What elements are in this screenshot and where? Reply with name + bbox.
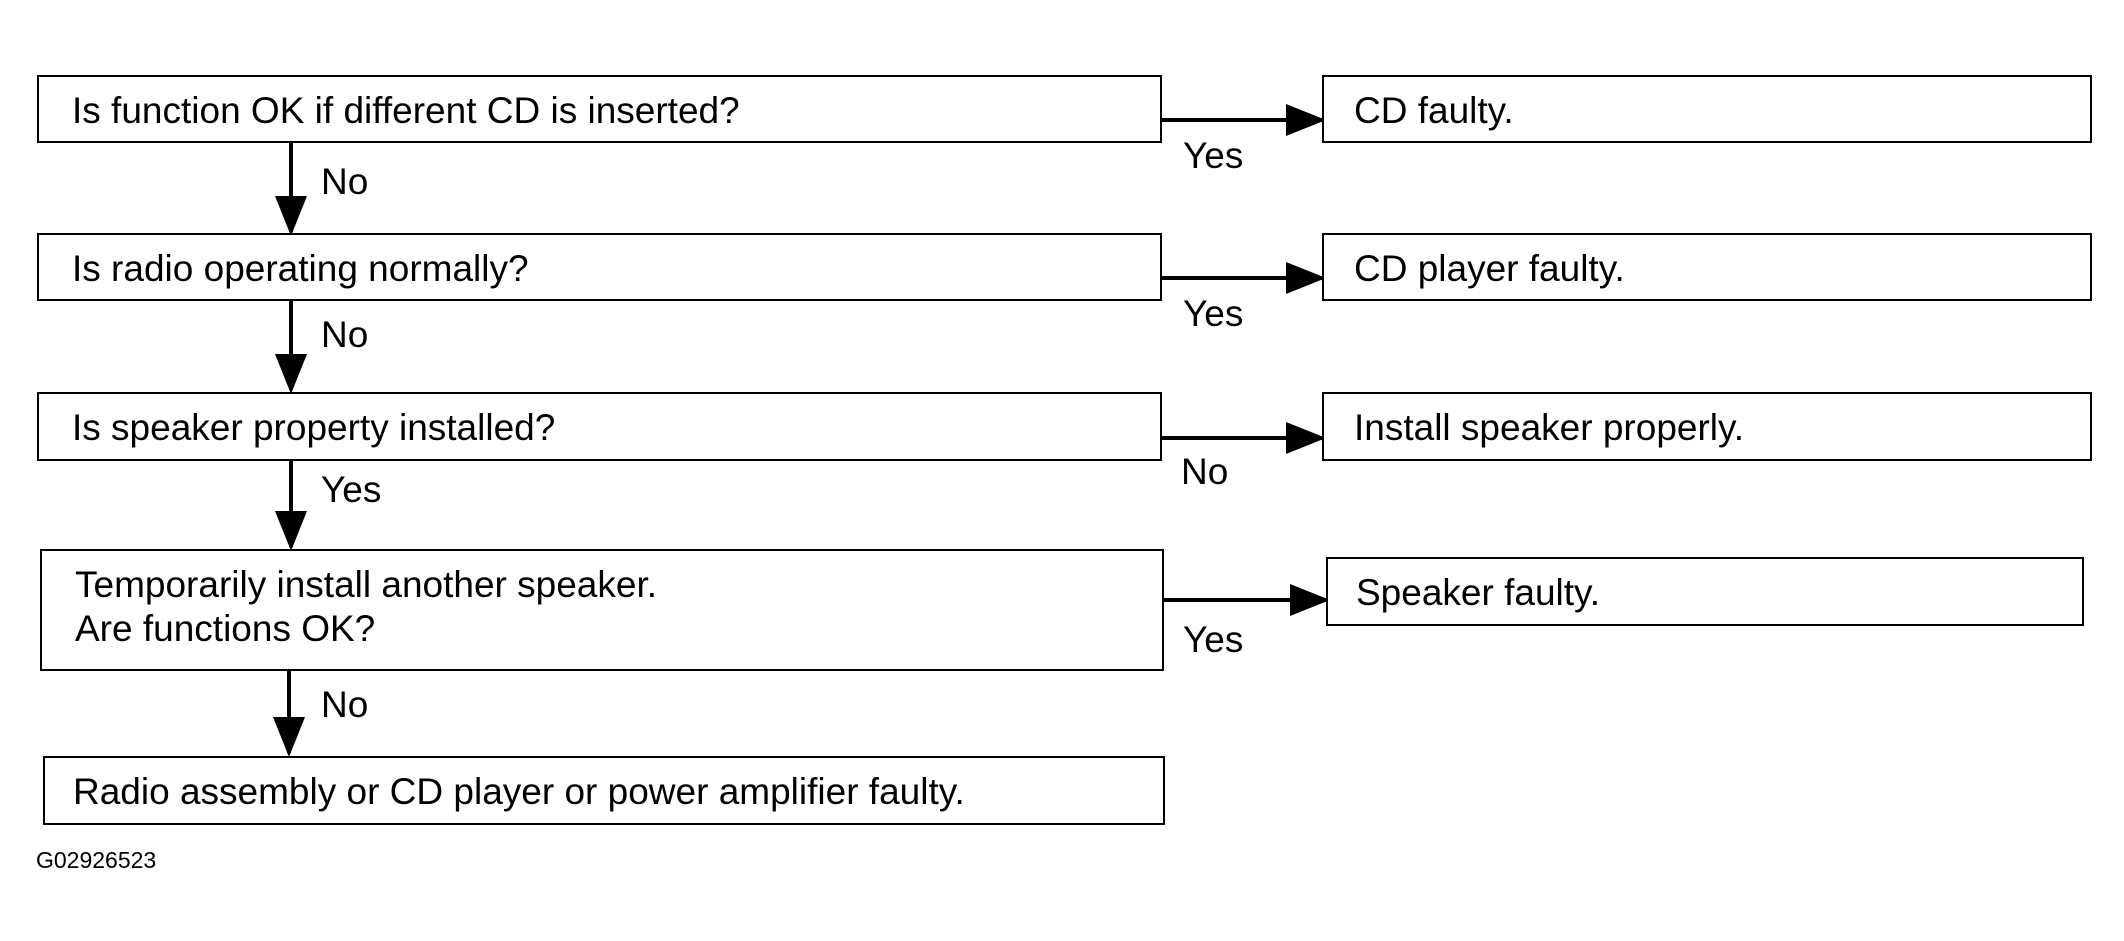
result-text: Install speaker properly. [1354,407,1745,448]
branch-label-down: No [321,161,369,202]
result-box-speaker-faulty: Speaker faulty. [1326,557,2084,626]
branch-label-side: Yes [1183,135,1244,176]
question-text: Is speaker property installed? [72,407,556,448]
question-text-line-2: Are functions OK? [75,608,376,649]
result-text: CD faulty. [1354,90,1514,131]
final-result-text: Radio assembly or CD player or power amp… [73,771,965,812]
branch-label-down: No [321,314,369,355]
result-box-cd-player-faulty: CD player faulty. [1322,233,2092,301]
question-text: Is function OK if different CD is insert… [72,90,740,131]
result-text: CD player faulty. [1354,248,1625,289]
figure-id: G02926523 [36,847,157,873]
branch-label-down: No [321,684,369,725]
branch-label-side: Yes [1183,619,1244,660]
question-text-line-1: Temporarily install another speaker. [75,564,658,605]
result-box-install-speaker: Install speaker properly. [1322,392,2092,461]
result-box-cd-faulty: CD faulty. [1322,75,2092,143]
question-box-radio-operating: Is radio operating normally? [37,233,1162,301]
final-result-box: Radio assembly or CD player or power amp… [43,756,1165,825]
question-text: Is radio operating normally? [72,248,529,289]
question-box-temporary-speaker: Temporarily install another speaker. Are… [40,549,1164,671]
branch-label-side: No [1181,451,1229,492]
result-text: Speaker faulty. [1356,572,1601,613]
question-box-speaker-installed: Is speaker property installed? [37,392,1162,461]
branch-label-side: Yes [1183,293,1244,334]
question-box-cd-inserted: Is function OK if different CD is insert… [37,75,1162,143]
branch-label-down: Yes [321,469,382,510]
